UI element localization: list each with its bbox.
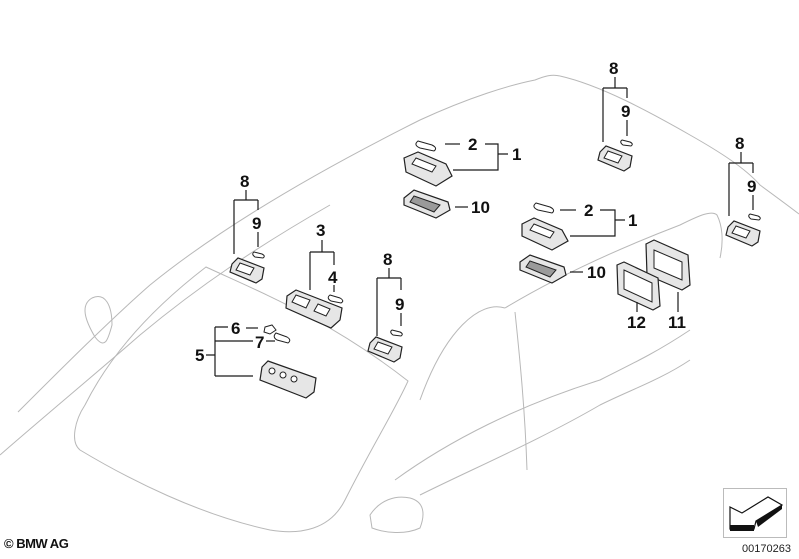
car-outline — [0, 74, 799, 533]
part-group-light-3: 3 4 — [285, 221, 344, 329]
callout-2-upper[interactable]: 2 — [468, 135, 477, 154]
mirror-right — [369, 496, 424, 533]
callout-8-c[interactable]: 8 — [609, 59, 618, 78]
callout-6[interactable]: 6 — [231, 319, 240, 338]
mirror-left — [84, 296, 113, 344]
part-group-8-9-a: 8 9 — [229, 172, 265, 284]
lens-10-upper-grid — [409, 195, 441, 213]
bulb-2-upper[interactable] — [415, 140, 437, 152]
frame-11-inner — [653, 249, 683, 281]
bulb-9-a[interactable] — [252, 251, 265, 259]
body-side-line — [394, 329, 691, 481]
bulb-9-b[interactable] — [390, 329, 403, 337]
callout-9-b[interactable]: 9 — [395, 295, 404, 314]
part-group-light-5: 6 7 5 — [195, 319, 317, 399]
callout-12[interactable]: 12 — [627, 313, 646, 332]
roof-top-line — [559, 75, 799, 215]
part-group-8-9-d: 8 9 — [725, 134, 761, 247]
callout-8-d[interactable]: 8 — [735, 134, 744, 153]
courtesy-light-8-c-window — [603, 150, 623, 164]
courtesy-light-8-d-window — [731, 225, 751, 239]
light-5-button-a — [268, 367, 276, 375]
callout-4[interactable]: 4 — [328, 268, 338, 287]
lens-10-middle-grid — [525, 260, 557, 278]
reading-light-3-window-b — [313, 303, 331, 317]
light-5-button-b — [279, 371, 287, 379]
callout-7[interactable]: 7 — [255, 333, 264, 352]
part-group-upper-light: 2 1 10 — [403, 135, 521, 219]
frame-12-inner — [623, 269, 653, 303]
bulb-4[interactable] — [327, 294, 344, 304]
a-pillar — [419, 306, 506, 401]
leader-5 — [206, 326, 253, 377]
clip-6[interactable] — [263, 324, 277, 335]
callout-5[interactable]: 5 — [195, 346, 204, 365]
callout-1-upper[interactable]: 1 — [512, 145, 521, 164]
door-line — [514, 311, 528, 471]
callout-9-d[interactable]: 9 — [747, 177, 756, 196]
light-housing-1-middle-detail — [529, 223, 555, 239]
callout-8-b[interactable]: 8 — [383, 250, 392, 269]
callout-3[interactable]: 3 — [316, 221, 325, 240]
part-group-frames: 12 11 — [616, 239, 691, 332]
roof-outline-left — [17, 74, 561, 413]
callout-11[interactable]: 11 — [668, 313, 686, 332]
light-housing-1-upper-detail — [411, 157, 437, 173]
callout-10-middle[interactable]: 10 — [587, 263, 606, 282]
courtesy-light-8-a-window — [235, 262, 255, 276]
bulb-7[interactable] — [273, 332, 291, 344]
leader-8-9-a — [233, 190, 259, 254]
callout-1-middle[interactable]: 1 — [628, 211, 637, 230]
callout-10-upper[interactable]: 10 — [471, 198, 490, 217]
leader-8-9-d — [728, 152, 754, 216]
roof-outline-right — [0, 204, 331, 456]
leader-1-middle — [570, 209, 625, 237]
reading-light-3-window-a — [291, 294, 311, 309]
courtesy-light-8-b-window — [373, 341, 393, 355]
windshield — [74, 266, 409, 533]
part-group-middle-light: 2 1 10 — [519, 201, 637, 284]
navigate-back-button[interactable] — [723, 488, 787, 538]
callout-8-a[interactable]: 8 — [240, 172, 249, 191]
arrow-back-icon — [729, 496, 784, 531]
copyright-text: © BMW AG — [4, 536, 69, 551]
lower-body-line — [419, 359, 691, 496]
part-group-8-9-c: 8 9 — [597, 59, 633, 172]
leader-3 — [309, 240, 335, 290]
callout-2-middle[interactable]: 2 — [584, 201, 593, 220]
diagram-number: 00170263 — [742, 543, 791, 555]
bulb-2-middle[interactable] — [533, 202, 555, 214]
bulb-9-d[interactable] — [748, 213, 761, 221]
leader-8-9-c — [602, 77, 628, 142]
leader-1-upper — [453, 143, 508, 171]
interior-light-5[interactable] — [259, 360, 317, 399]
callout-9-a[interactable]: 9 — [252, 214, 261, 233]
bulb-9-c[interactable] — [620, 139, 633, 147]
part-group-8-9-b: 8 9 — [367, 250, 404, 363]
light-5-button-c — [290, 375, 298, 383]
callout-9-c[interactable]: 9 — [621, 102, 630, 121]
leader-8-9-b — [376, 268, 402, 336]
